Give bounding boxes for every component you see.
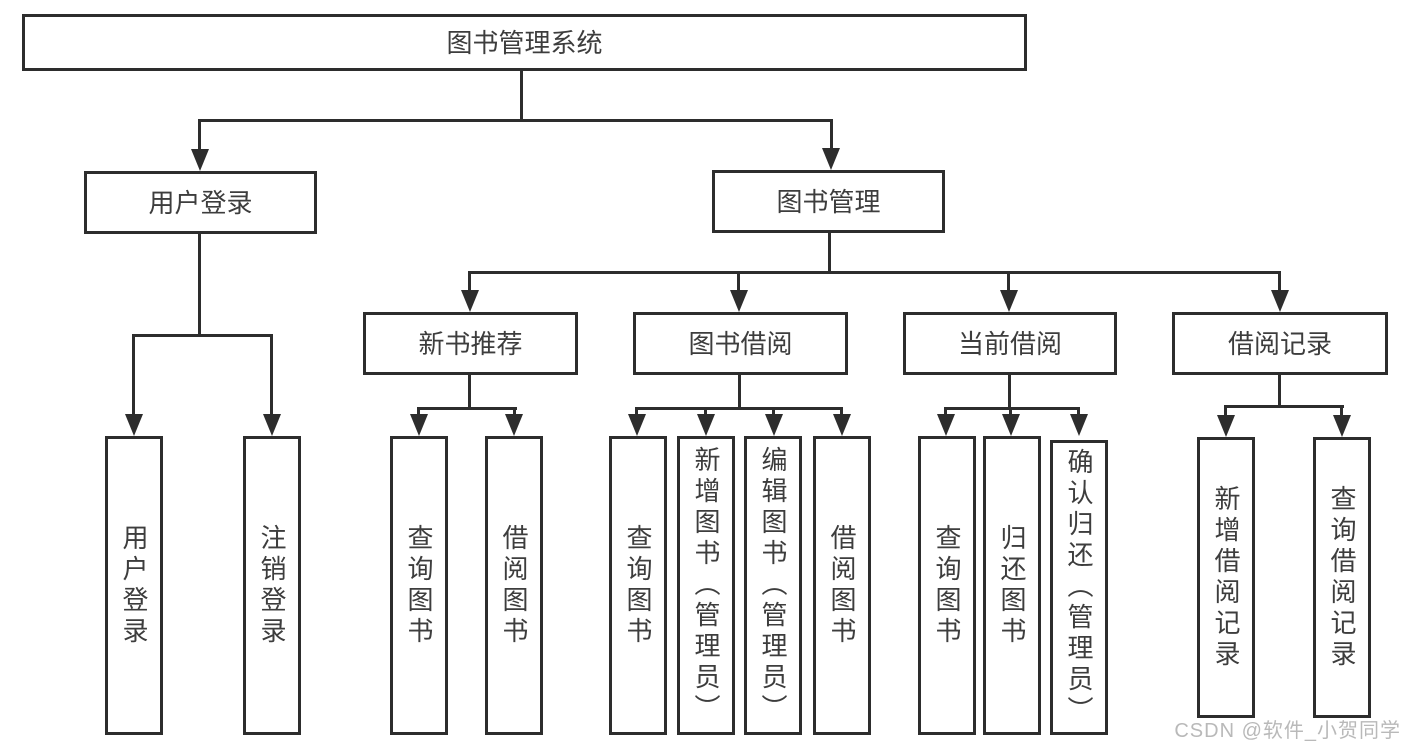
leaf-query-books-recommend: 查询图书 — [390, 436, 448, 735]
node-user-login: 用户登录 — [84, 171, 317, 234]
connector-level2-rail — [199, 119, 833, 122]
leaf-edit-books-admin: 编辑图书（管理员） — [744, 436, 802, 735]
connector-book-management-stem — [828, 233, 831, 274]
arrow-down-icon — [1217, 415, 1235, 437]
connector-user-login-rail — [132, 334, 273, 337]
connector-shaft — [1077, 407, 1080, 416]
connector-shaft — [772, 407, 775, 416]
connector-rail — [1224, 405, 1344, 408]
node-borrowing-records: 借阅记录 — [1172, 312, 1388, 375]
node-new-book-recommendation-label: 新书推荐 — [418, 328, 523, 359]
leaf-query-books-current-label: 查询图书 — [932, 523, 962, 648]
connector-shaft — [830, 119, 833, 151]
node-user-login-label: 用户登录 — [148, 187, 253, 218]
leaf-query-borrow-record-label: 查询借阅记录 — [1327, 484, 1357, 671]
arrow-down-icon — [1333, 415, 1351, 437]
node-book-borrowing-label: 图书借阅 — [688, 328, 793, 359]
connector-shaft — [944, 407, 947, 416]
arrow-down-icon — [833, 414, 851, 436]
leaf-query-borrow-record: 查询借阅记录 — [1313, 437, 1371, 718]
arrow-down-icon — [505, 414, 523, 436]
connector-rail — [417, 407, 517, 410]
connector-shaft — [198, 119, 201, 151]
connector-shaft — [1009, 407, 1012, 416]
leaf-logout: 注销登录 — [243, 436, 301, 735]
leaf-user-login: 用户登录 — [105, 436, 163, 735]
arrow-down-icon — [191, 149, 209, 171]
leaf-confirm-return-admin-label: 确认归还（管理员） — [1064, 448, 1094, 727]
connector-level3-rail — [468, 271, 1281, 274]
leaf-add-borrow-record: 新增借阅记录 — [1197, 437, 1255, 718]
leaf-logout-label: 注销登录 — [257, 523, 287, 648]
arrow-down-icon — [730, 290, 748, 312]
arrow-down-icon — [937, 414, 955, 436]
connector-shaft — [635, 407, 638, 416]
node-new-book-recommendation: 新书推荐 — [363, 312, 578, 375]
arrow-down-icon — [628, 414, 646, 436]
arrow-down-icon — [1070, 414, 1088, 436]
arrow-down-icon — [410, 414, 428, 436]
connector-shaft — [417, 407, 420, 416]
connector-stem — [1278, 375, 1281, 408]
connector-stem — [738, 375, 741, 410]
arrow-down-icon — [461, 290, 479, 312]
node-book-management-label: 图书管理 — [776, 186, 881, 217]
leaf-add-books-admin: 新增图书（管理员） — [677, 436, 735, 735]
leaf-return-books: 归还图书 — [983, 436, 1041, 735]
node-book-management: 图书管理 — [712, 170, 945, 233]
connector-shaft — [1340, 405, 1343, 416]
connector-shaft — [840, 407, 843, 416]
connector-shaft — [270, 334, 273, 416]
connector-shaft — [132, 334, 135, 416]
connector-shaft — [1224, 405, 1227, 416]
node-library-system: 图书管理系统 — [22, 14, 1027, 71]
connector-shaft — [1007, 271, 1010, 292]
arrow-down-icon — [263, 414, 281, 436]
leaf-user-login-label: 用户登录 — [119, 523, 149, 648]
connector-rail — [635, 407, 843, 410]
leaf-query-books-borrowing-label: 查询图书 — [623, 523, 653, 648]
leaf-borrow-books-recommend-label: 借阅图书 — [499, 523, 529, 648]
leaf-query-books-current: 查询图书 — [918, 436, 976, 735]
arrow-down-icon — [697, 414, 715, 436]
leaf-borrow-books-borrowing-label: 借阅图书 — [827, 523, 857, 648]
node-book-borrowing: 图书借阅 — [633, 312, 848, 375]
leaf-edit-books-admin-label: 编辑图书（管理员） — [758, 446, 788, 725]
node-current-borrowing-label: 当前借阅 — [957, 328, 1062, 359]
connector-shaft — [513, 407, 516, 416]
leaf-query-books-recommend-label: 查询图书 — [404, 523, 434, 648]
arrow-down-icon — [765, 414, 783, 436]
connector-shaft — [737, 271, 740, 292]
node-current-borrowing: 当前借阅 — [903, 312, 1117, 375]
leaf-return-books-label: 归还图书 — [997, 523, 1027, 648]
arrow-down-icon — [1002, 414, 1020, 436]
leaf-borrow-books-borrowing: 借阅图书 — [813, 436, 871, 735]
arrow-down-icon — [125, 414, 143, 436]
leaf-add-books-admin-label: 新增图书（管理员） — [691, 446, 721, 725]
connector-shaft — [704, 407, 707, 416]
connector-user-login-stem — [198, 234, 201, 337]
leaf-query-books-borrowing: 查询图书 — [609, 436, 667, 735]
leaf-add-borrow-record-label: 新增借阅记录 — [1211, 484, 1241, 671]
connector-shaft — [1278, 271, 1281, 292]
connector-stem — [1008, 375, 1011, 410]
csdn-watermark: CSDN @软件_小贺同学 — [1174, 720, 1401, 742]
connector-rail — [944, 407, 1080, 410]
arrow-down-icon — [1000, 290, 1018, 312]
leaf-confirm-return-admin: 确认归还（管理员） — [1050, 440, 1108, 735]
arrow-down-icon — [822, 148, 840, 170]
arrow-down-icon — [1271, 290, 1289, 312]
node-borrowing-records-label: 借阅记录 — [1227, 328, 1332, 359]
leaf-borrow-books-recommend: 借阅图书 — [485, 436, 543, 735]
connector-root-stem — [520, 70, 523, 122]
node-library-system-label: 图书管理系统 — [446, 27, 603, 58]
connector-stem — [468, 375, 471, 410]
connector-shaft — [468, 271, 471, 292]
